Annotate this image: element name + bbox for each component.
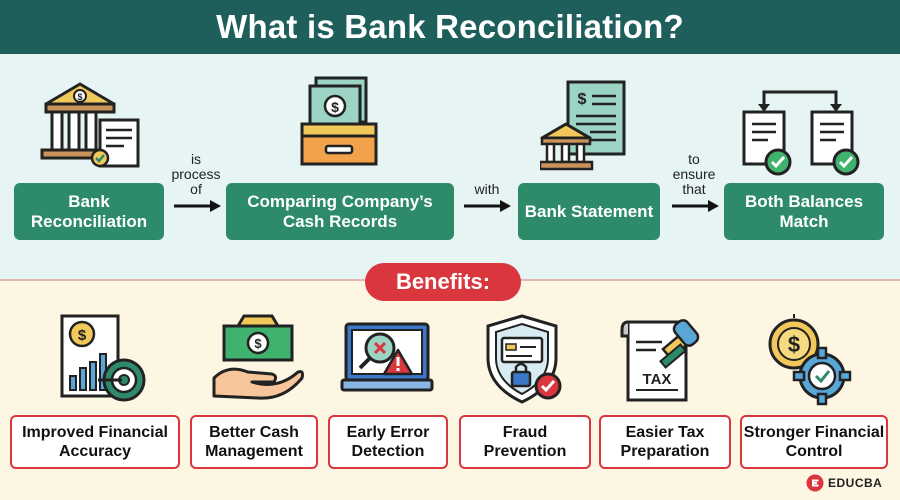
flow-box-balances-match: Both Balances Match: [724, 183, 884, 240]
title-bar: What is Bank Reconciliation?: [0, 0, 900, 54]
tax-document-icon: TAX: [620, 319, 700, 402]
matching-documents-icon: [742, 90, 860, 176]
flow-box-bank-statement: Bank Statement: [518, 183, 660, 240]
flow-box-label: Bank Statement: [524, 201, 654, 221]
arrow-right-icon: [464, 200, 511, 212]
bank-with-document-icon: $: [40, 82, 140, 168]
svg-text:$: $: [788, 332, 800, 357]
error-detection-icon: [340, 322, 434, 392]
brand-logo: EDUCBA: [806, 474, 882, 492]
arrow-right-icon: [174, 200, 221, 212]
bank-statement-icon: $: [540, 80, 626, 171]
svg-text:$: $: [331, 99, 339, 115]
flow-box-comparing-records: Comparing Company’s Cash Records: [226, 183, 454, 240]
flow-box-bank-reconciliation: Bank Reconciliation: [14, 183, 164, 240]
fraud-shield-icon: [486, 314, 562, 404]
benefit-label: Easier Tax Preparation: [620, 424, 710, 460]
benefit-label: Better Cash Management: [205, 424, 303, 460]
flow-box-label: Both Balances Match: [744, 191, 864, 231]
cash-management-icon: $: [212, 314, 304, 400]
connector-label-is-process-of: is process of: [171, 151, 221, 197]
benefit-easier-tax-preparation: Easier Tax Preparation: [599, 415, 731, 469]
benefits-heading: Benefits:: [365, 263, 521, 301]
svg-text:$: $: [77, 92, 82, 102]
page-title: What is Bank Reconciliation?: [216, 8, 684, 45]
svg-text:$: $: [254, 336, 262, 351]
benefit-stronger-financial-control: Stronger Financial Control: [740, 415, 888, 469]
connector-label-to-ensure-that: to ensure that: [672, 151, 716, 197]
flow-box-label: Bank Reconciliation: [30, 191, 148, 231]
svg-text:TAX: TAX: [643, 371, 672, 388]
benefit-fraud-prevention: Fraud Prevention: [459, 415, 591, 469]
svg-text:$: $: [578, 91, 587, 108]
educba-logo-icon: [806, 474, 824, 492]
cash-drawer-icon: $: [300, 76, 378, 166]
benefit-early-error-detection: Early Error Detection: [328, 415, 448, 469]
svg-text:$: $: [78, 327, 87, 344]
arrow-right-icon: [672, 200, 719, 212]
connector-label-with: with: [474, 181, 500, 197]
benefit-label: Stronger Financial Control: [743, 424, 885, 460]
financial-control-icon: $: [768, 314, 852, 406]
financial-accuracy-icon: $: [60, 314, 146, 402]
benefit-improved-financial-accuracy: Improved Financial Accuracy: [10, 415, 180, 469]
benefit-label: Fraud Prevention: [483, 424, 567, 460]
flow-box-label: Comparing Company’s Cash Records: [247, 191, 433, 231]
benefits-heading-label: Benefits:: [395, 269, 491, 294]
definition-section: [0, 54, 900, 280]
brand-name: EDUCBA: [828, 476, 883, 490]
benefit-label: Improved Financial Accuracy: [22, 424, 168, 460]
benefit-label: Early Error Detection: [346, 424, 430, 460]
benefit-better-cash-management: Better Cash Management: [190, 415, 318, 469]
